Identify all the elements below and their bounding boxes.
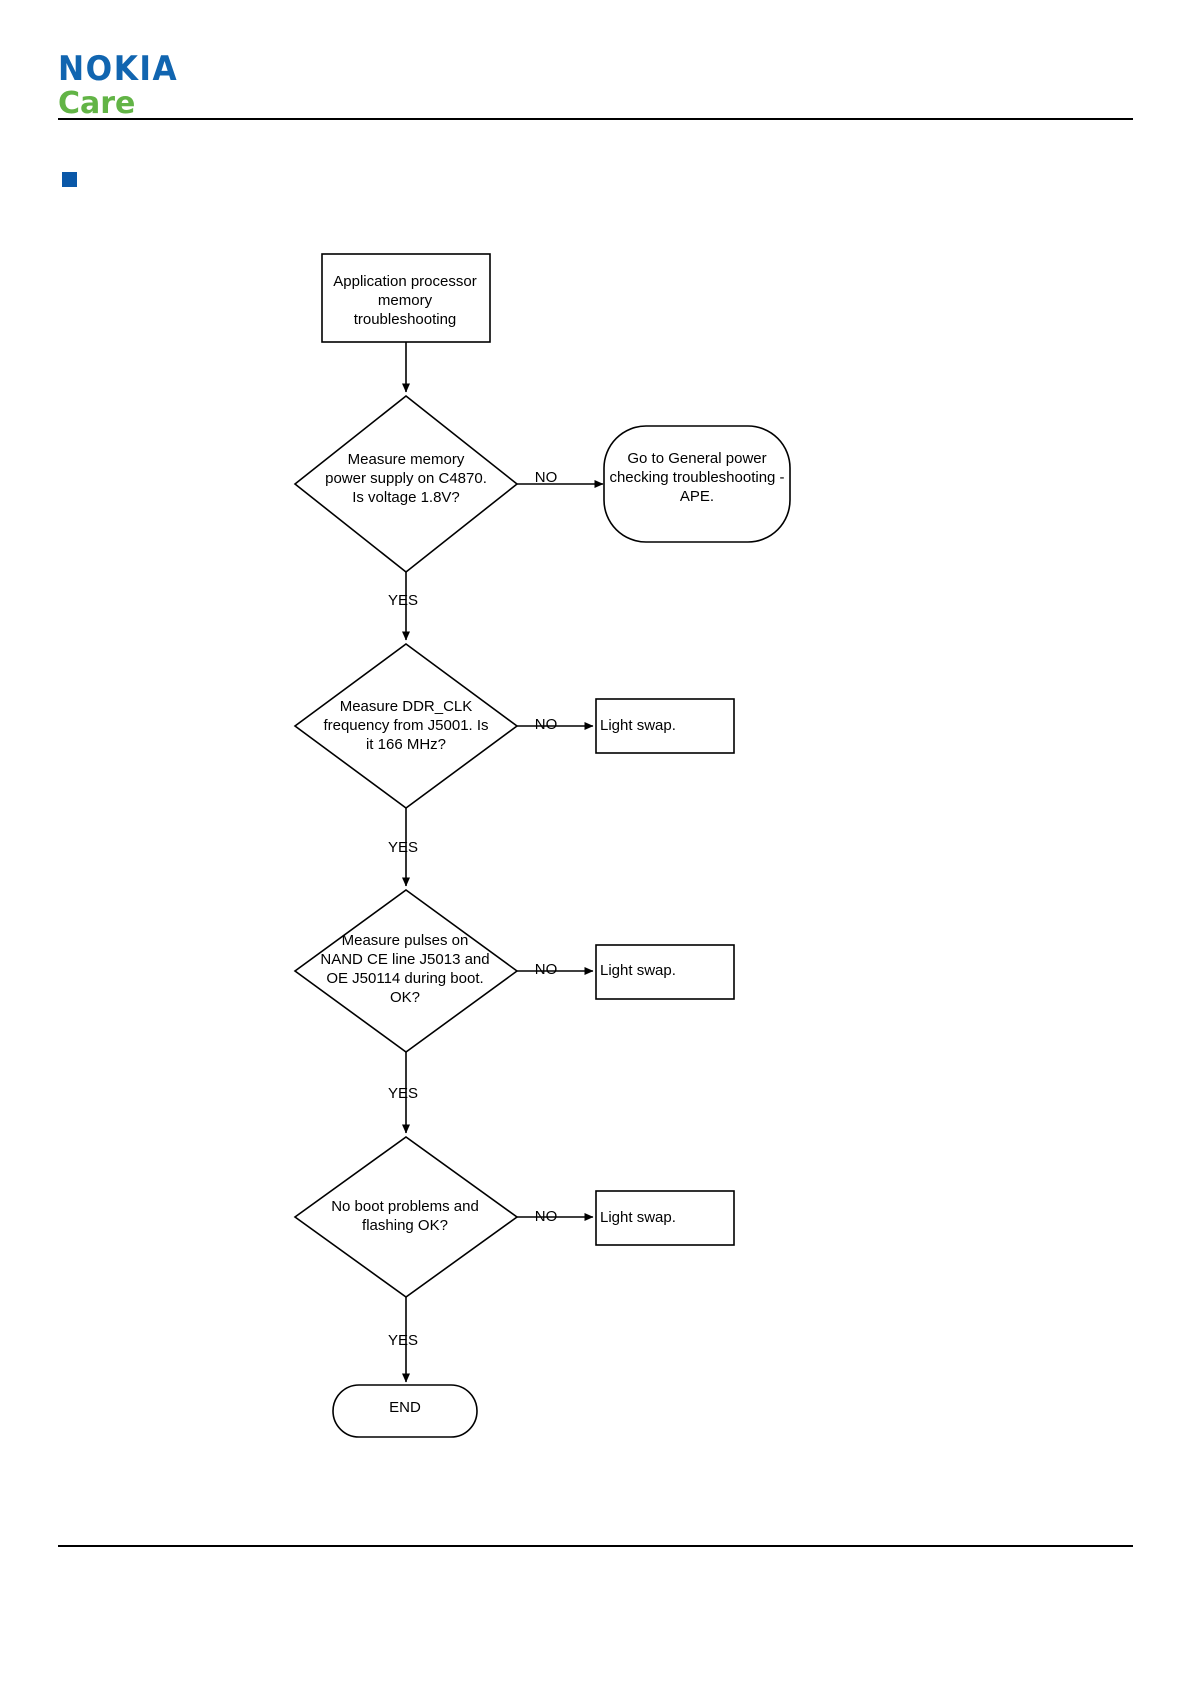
edge-label-no-2: NO: [534, 716, 558, 733]
node-goto-shape: [603, 425, 791, 543]
edge-label-yes-1: YES: [387, 592, 418, 609]
edge-label-no-4: NO: [534, 1208, 558, 1225]
care-logo-text: Care: [58, 86, 136, 121]
header-divider: [58, 118, 1133, 120]
node-d2-shape: [293, 643, 519, 809]
section-bullet-icon: [62, 172, 77, 187]
node-light-swap-3-shape: [595, 1190, 735, 1246]
node-end-shape: [332, 1384, 478, 1438]
edge-label-yes-4: YES: [387, 1332, 418, 1349]
footer-divider: [58, 1545, 1133, 1547]
nokia-logo-text: NOKIA: [58, 49, 179, 89]
node-light-swap-1-shape: [595, 698, 735, 754]
edge-label-yes-3: YES: [387, 1085, 418, 1102]
edge-label-yes-2: YES: [387, 839, 418, 856]
node-d4-shape: [293, 1136, 519, 1298]
node-d1-shape: [293, 394, 519, 574]
node-start-shape: [321, 253, 491, 343]
page-header: NOKIA Care: [58, 52, 1133, 122]
node-light-swap-2-shape: [595, 944, 735, 1000]
edge-label-no-3: NO: [534, 961, 558, 978]
node-d3-shape: [293, 889, 519, 1053]
edge-label-no-1: NO: [534, 469, 558, 486]
